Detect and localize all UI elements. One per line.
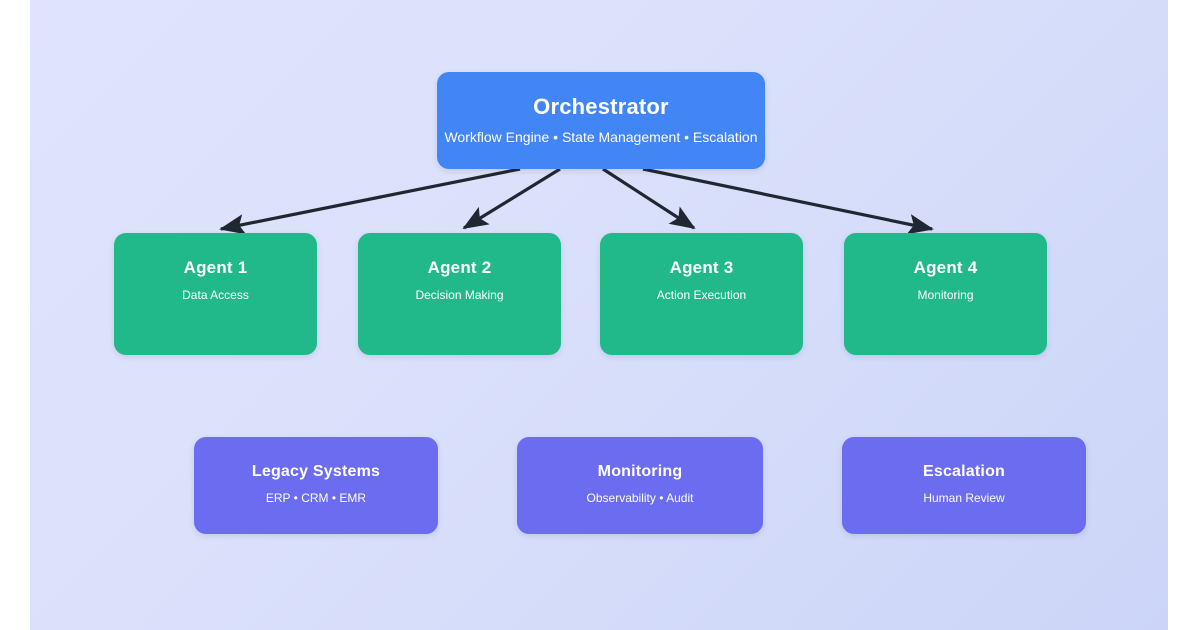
- node-legacy-systems-subtitle: ERP • CRM • EMR: [265, 490, 367, 505]
- node-agent-1-title: Agent 1: [183, 258, 248, 277]
- node-agent-4-title: Agent 4: [913, 258, 978, 277]
- node-monitoring-subtitle: Observability • Audit: [586, 490, 694, 505]
- node-legacy-systems-title: Legacy Systems: [251, 463, 381, 480]
- node-agent-3-title: Agent 3: [669, 258, 734, 277]
- node-agent-4[interactable]: Agent 4 Monitoring: [844, 233, 1047, 355]
- node-monitoring[interactable]: Monitoring Observability • Audit: [517, 437, 763, 534]
- node-agent-2[interactable]: Agent 2 Decision Making: [358, 233, 561, 355]
- node-agent-2-title: Agent 2: [427, 258, 492, 277]
- node-orchestrator[interactable]: Orchestrator Workflow Engine • State Man…: [437, 72, 765, 169]
- node-agent-4-subtitle: Monitoring: [917, 287, 974, 302]
- node-agent-2-subtitle: Decision Making: [415, 287, 504, 302]
- node-agent-3[interactable]: Agent 3 Action Execution: [600, 233, 803, 355]
- node-escalation-subtitle: Human Review: [923, 490, 1005, 505]
- node-escalation[interactable]: Escalation Human Review: [842, 437, 1086, 534]
- node-escalation-title: Escalation: [922, 463, 1006, 480]
- node-legacy-systems[interactable]: Legacy Systems ERP • CRM • EMR: [194, 437, 438, 534]
- node-agent-1[interactable]: Agent 1 Data Access: [114, 233, 317, 355]
- node-monitoring-title: Monitoring: [597, 463, 683, 480]
- node-orchestrator-title: Orchestrator: [533, 94, 669, 119]
- node-agent-1-subtitle: Data Access: [182, 287, 249, 302]
- node-orchestrator-subtitle: Workflow Engine • State Management • Esc…: [444, 129, 758, 146]
- node-agent-3-subtitle: Action Execution: [656, 287, 747, 302]
